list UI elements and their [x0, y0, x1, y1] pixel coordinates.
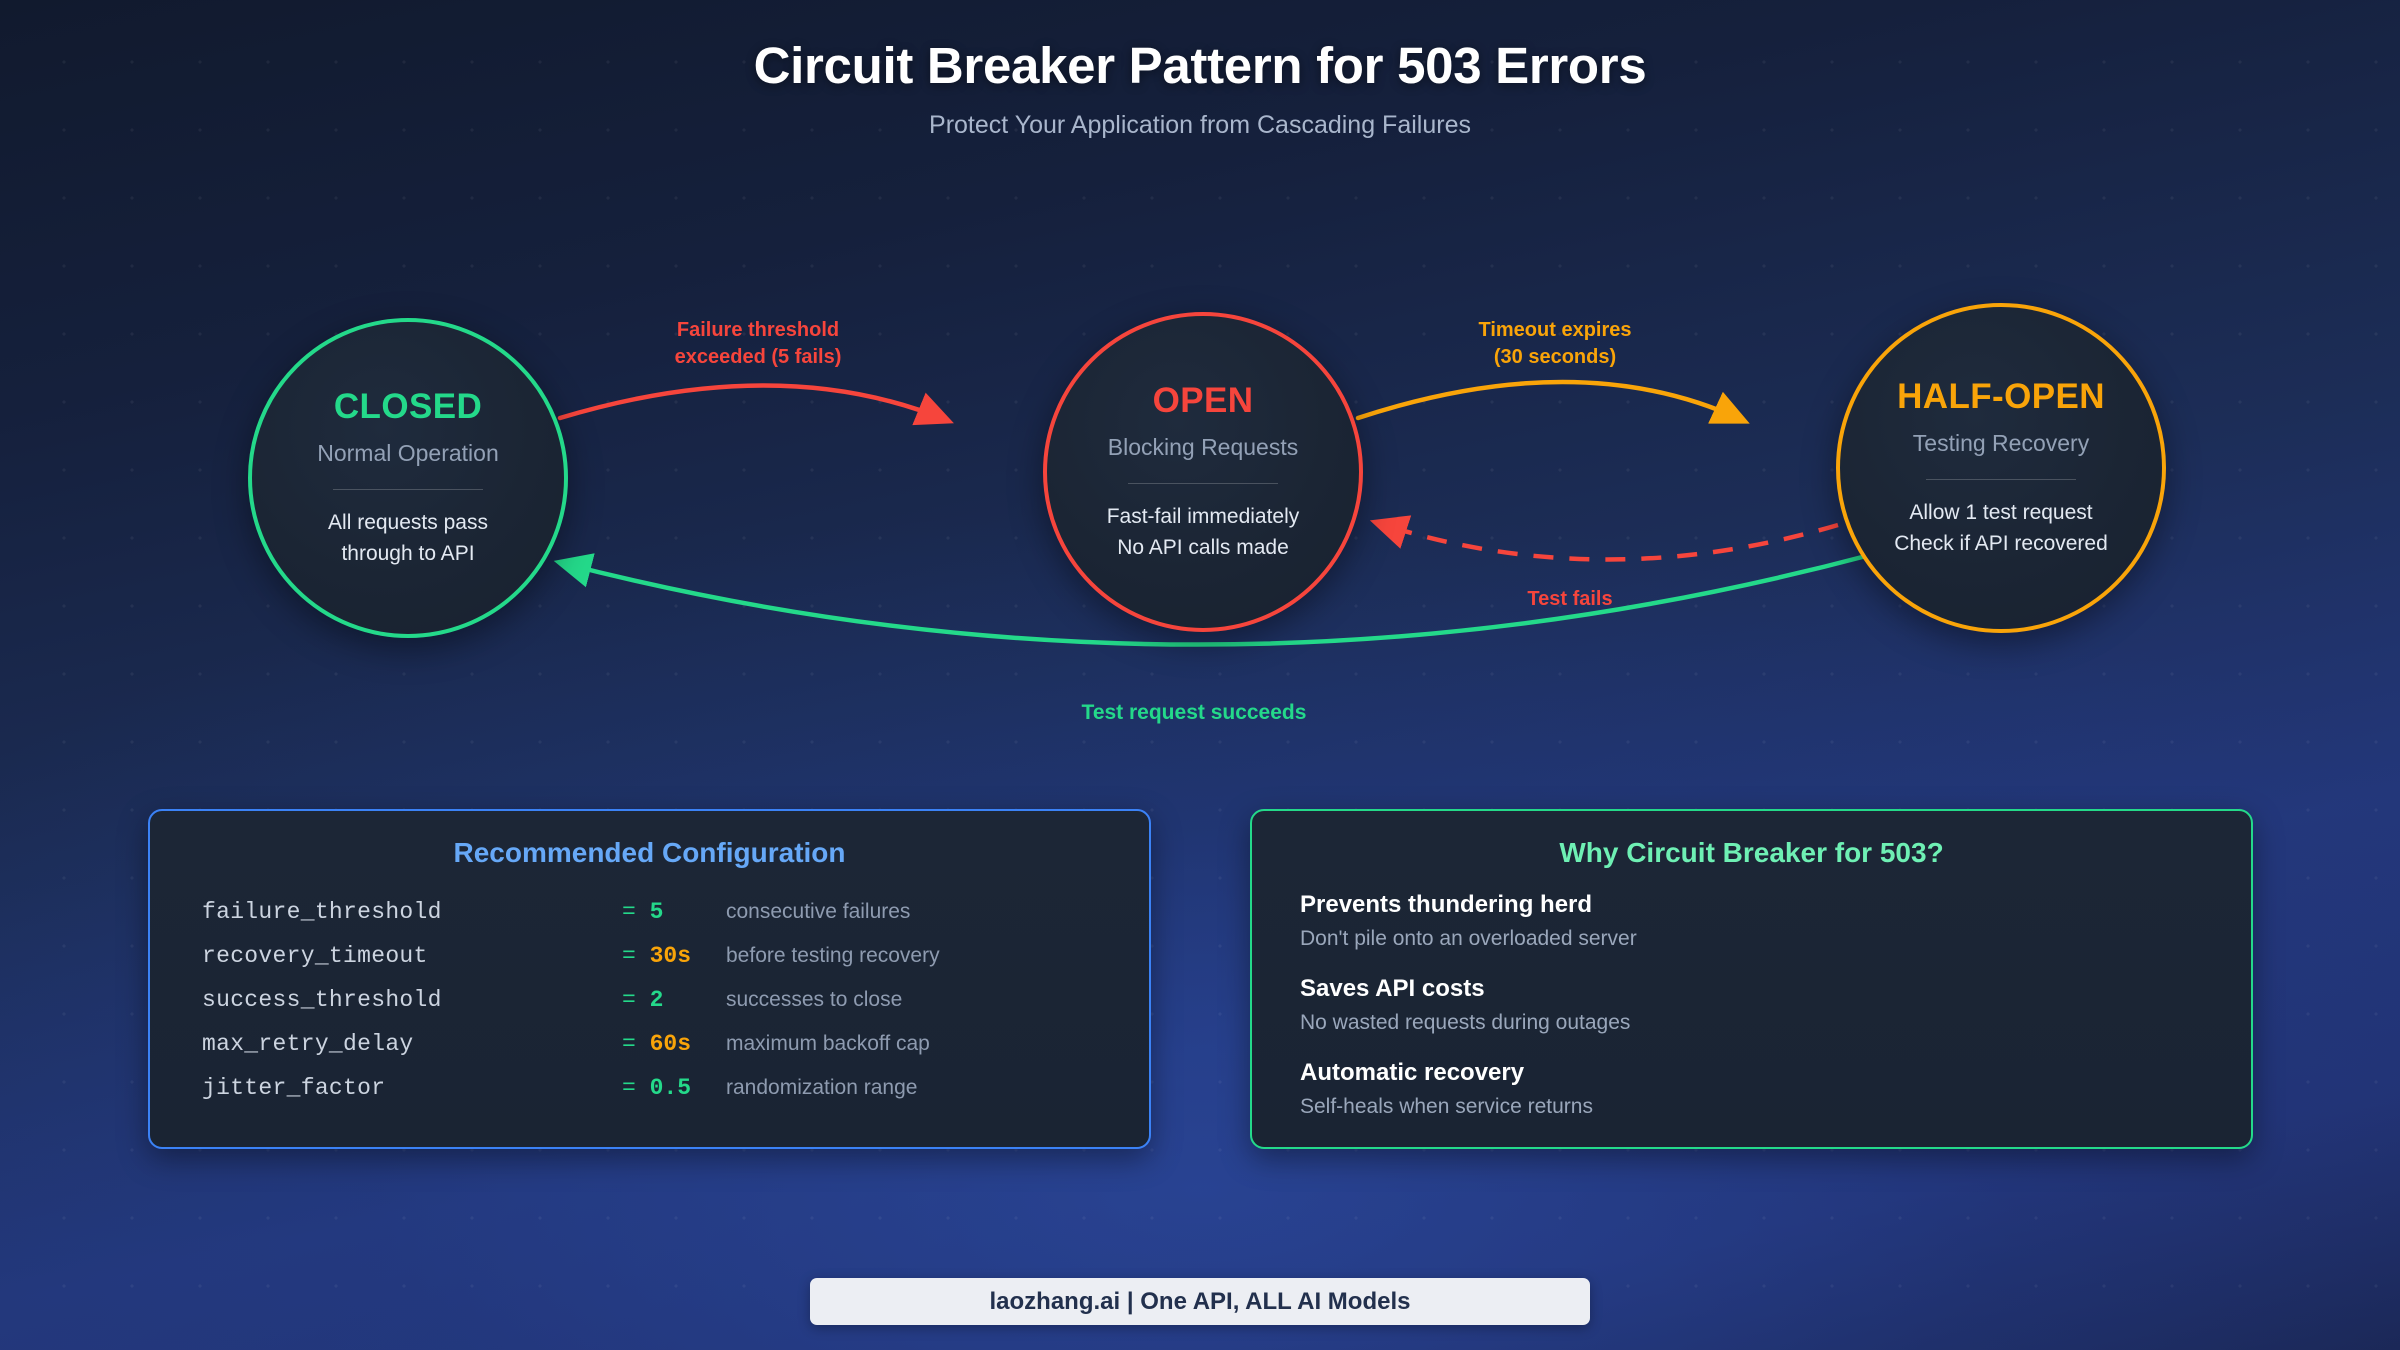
config-key: failure_threshold — [202, 899, 442, 925]
config-note: randomization range — [726, 1076, 918, 1099]
config-equals-sign: = — [622, 943, 650, 969]
state-role: Normal Operation — [317, 440, 499, 467]
state-divider — [1926, 479, 2076, 481]
config-note: maximum backoff cap — [726, 1032, 930, 1055]
state-detail-line2: through to API — [341, 541, 475, 565]
config-equals-sign: = — [622, 899, 650, 925]
transition-label-closed-to-open: Failure threshold exceeded (5 fails) — [593, 317, 923, 370]
transition-label-line2: (30 seconds) — [1493, 345, 1617, 368]
config-note: successes to close — [726, 988, 903, 1011]
state-detail-line2: No API calls made — [1117, 535, 1289, 559]
config-panel-title: Recommended Configuration — [453, 837, 846, 868]
state-name: CLOSED — [333, 387, 483, 427]
config-key: jitter_factor — [202, 1075, 386, 1101]
recommended-configuration-panel: Recommended Configuration failure_thresh… — [148, 809, 1151, 1149]
config-value-text: 2 — [649, 987, 664, 1013]
state-name: HALF-OPEN — [1897, 377, 2105, 417]
state-role: Blocking Requests — [1107, 434, 1299, 461]
arrow-closed-to-open — [557, 383, 954, 426]
state-node-open[interactable]: OPEN Blocking Requests Fast-fail immedia… — [1043, 312, 1363, 632]
why-panel-title: Why Circuit Breaker for 503? — [1559, 837, 1944, 868]
transition-label-half-open-to-open: Test fails — [1527, 588, 1613, 610]
state-role: Testing Recovery — [1912, 430, 2090, 457]
page-subtitle: Protect Your Application from Cascading … — [929, 111, 1471, 139]
state-detail-line2: Check if API recovered — [1894, 531, 2108, 555]
state-divider — [1128, 483, 1278, 485]
config-key: success_threshold — [202, 987, 442, 1013]
footer-badge-text: laozhang.ai | One API, ALL AI Models — [989, 1287, 1411, 1315]
transition-label-half-open-to-closed: Test request succeeds — [1081, 701, 1307, 724]
page-title: Circuit Breaker Pattern for 503 Errors — [753, 37, 1647, 94]
why-item-description: No wasted requests during outages — [1300, 1011, 1631, 1034]
state-name: OPEN — [1152, 381, 1254, 421]
state-detail-line1: All requests pass — [328, 511, 488, 535]
transition-label-line1: Timeout expires — [1478, 319, 1632, 341]
config-value-text: 30s — [649, 943, 692, 969]
why-circuit-breaker-panel: Why Circuit Breaker for 503? Prevents th… — [1250, 809, 2253, 1149]
config-value: = 0.5 — [622, 1075, 726, 1101]
config-value: = 2 — [622, 987, 726, 1013]
header: Circuit Breaker Pattern for 503 Errors P… — [0, 36, 2400, 140]
state-node-closed[interactable]: CLOSED Normal Operation All requests pas… — [248, 318, 568, 638]
transition-label-line2: exceeded (5 fails) — [674, 345, 842, 368]
config-value: = 30s — [622, 943, 726, 969]
why-item: Saves API costs No wasted requests during… — [1300, 975, 2203, 1035]
config-note: consecutive failures — [726, 900, 911, 923]
config-equals-sign: = — [622, 1075, 650, 1101]
transition-label-open-to-half-open: Timeout expires (30 seconds) — [1395, 317, 1715, 370]
why-item-title: Saves API costs — [1300, 975, 1485, 1002]
config-key: max_retry_delay — [202, 1031, 414, 1057]
config-value-text: 5 — [649, 899, 664, 925]
why-item-description: Don't pile onto an overloaded server — [1300, 927, 1637, 950]
config-value-text: 60s — [649, 1031, 692, 1057]
arrow-open-to-half-open — [1355, 379, 1750, 424]
config-value: = 60s — [622, 1031, 726, 1057]
why-item-title: Prevents thundering herd — [1300, 891, 1593, 918]
transition-label-line1: Failure threshold — [676, 319, 840, 341]
state-node-half-open[interactable]: HALF-OPEN Testing Recovery Allow 1 test … — [1836, 303, 2166, 633]
state-detail-line1: Allow 1 test request — [1909, 501, 2093, 525]
why-item-title: Automatic recovery — [1300, 1059, 1525, 1086]
state-divider — [333, 489, 483, 491]
arrow-half-open-to-open — [1369, 515, 1839, 562]
state-detail-line1: Fast-fail immediately — [1106, 505, 1300, 529]
why-item-description: Self-heals when service returns — [1300, 1095, 1593, 1118]
config-value-text: 0.5 — [649, 1075, 692, 1101]
config-note: before testing recovery — [726, 944, 940, 967]
config-key: recovery_timeout — [202, 943, 428, 969]
footer-badge[interactable]: laozhang.ai | One API, ALL AI Models — [810, 1278, 1590, 1325]
config-equals-sign: = — [622, 987, 650, 1013]
config-equals-sign: = — [622, 1031, 650, 1057]
config-value: = 5 — [622, 899, 726, 925]
